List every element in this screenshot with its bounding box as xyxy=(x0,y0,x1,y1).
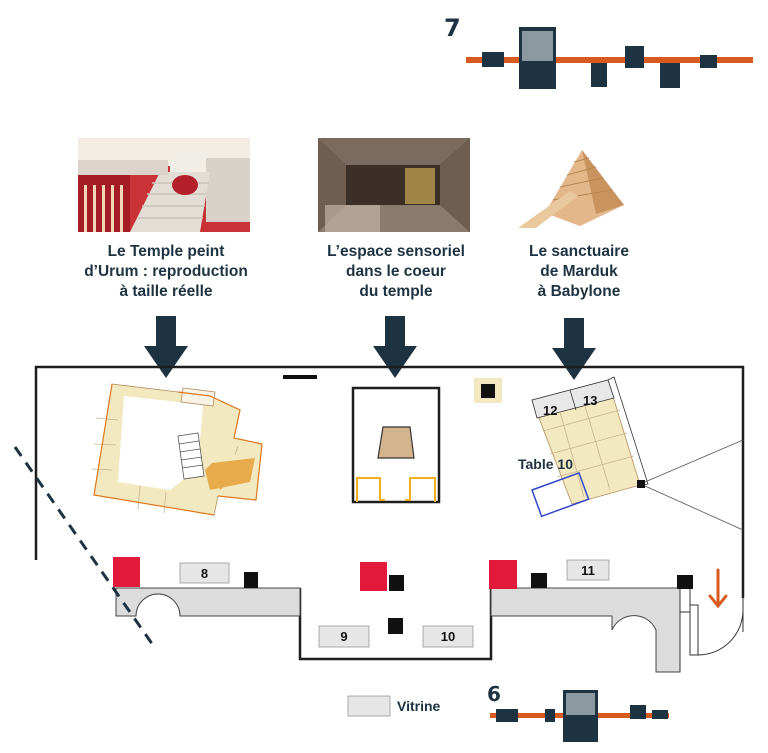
grey-wall-left xyxy=(115,587,301,617)
caption-temple: Le Temple peint d’Urum : reproduction à … xyxy=(64,242,268,302)
corridor-photo-image xyxy=(318,138,470,232)
arrow-marduk-icon xyxy=(552,318,596,380)
temple-photo-image xyxy=(78,138,250,232)
legend-vitrine-label: Vitrine xyxy=(397,698,441,714)
dashed-boundary-line xyxy=(13,446,157,649)
caption-temple-line-3: à taille réelle xyxy=(119,283,213,300)
vitrine-13-label: 13 xyxy=(583,393,597,408)
arrow-sensoriel-icon xyxy=(373,316,417,378)
svg-text:8: 8 xyxy=(201,566,208,581)
ziggurat-image xyxy=(518,150,624,228)
wall-marker xyxy=(283,375,317,379)
grey-wall-right xyxy=(490,587,681,673)
projector xyxy=(637,480,645,488)
vitrine-8: 8 xyxy=(179,562,230,584)
exit-arrow-icon xyxy=(708,568,728,609)
caption-temple-line-2: d’Urum : reproduction xyxy=(84,263,248,280)
temple-footprint xyxy=(91,383,263,516)
arrow-temple-icon xyxy=(144,316,188,378)
caption-sensoriel-line-1: L’espace sensoriel xyxy=(327,243,465,260)
vitrine-10: 10 xyxy=(422,625,474,648)
caption-marduk-line-1: Le sanctuaire xyxy=(529,243,629,260)
svg-text:11: 11 xyxy=(581,563,595,578)
section-6-minimap xyxy=(490,690,669,742)
vitrine-11: 11 xyxy=(566,559,610,581)
vitrine-12-label: 12 xyxy=(543,403,557,418)
black-boxes xyxy=(244,572,693,634)
caption-sensoriel-line-3: du temple xyxy=(359,283,433,300)
caption-marduk-line-3: à Babylone xyxy=(537,283,621,300)
room-walls xyxy=(34,365,745,661)
legend-vitrine-swatch xyxy=(347,695,391,717)
vitrine-9: 9 xyxy=(318,625,370,648)
caption-marduk: Le sanctuaire de Marduk à Babylone xyxy=(494,242,664,302)
caption-sensoriel: L’espace sensoriel dans le coeur du temp… xyxy=(298,242,494,302)
section-number-6: 6 xyxy=(487,682,501,706)
svg-text:10: 10 xyxy=(441,629,455,644)
sensory-space xyxy=(351,386,441,504)
svg-text:9: 9 xyxy=(340,629,347,644)
caption-sensoriel-line-2: dans le coeur xyxy=(346,263,446,280)
section-7-minimap xyxy=(466,27,753,89)
caption-marduk-line-2: de Marduk xyxy=(540,263,618,280)
red-panels xyxy=(113,557,517,591)
pillar-core xyxy=(481,384,495,398)
table-10-outline xyxy=(531,471,590,518)
marduk-sanctuary xyxy=(531,376,744,531)
section-number-7: 7 xyxy=(444,14,461,42)
door xyxy=(679,587,744,672)
caption-temple-line-1: Le Temple peint xyxy=(107,243,225,260)
table-10-label: Table 10 xyxy=(518,456,573,472)
